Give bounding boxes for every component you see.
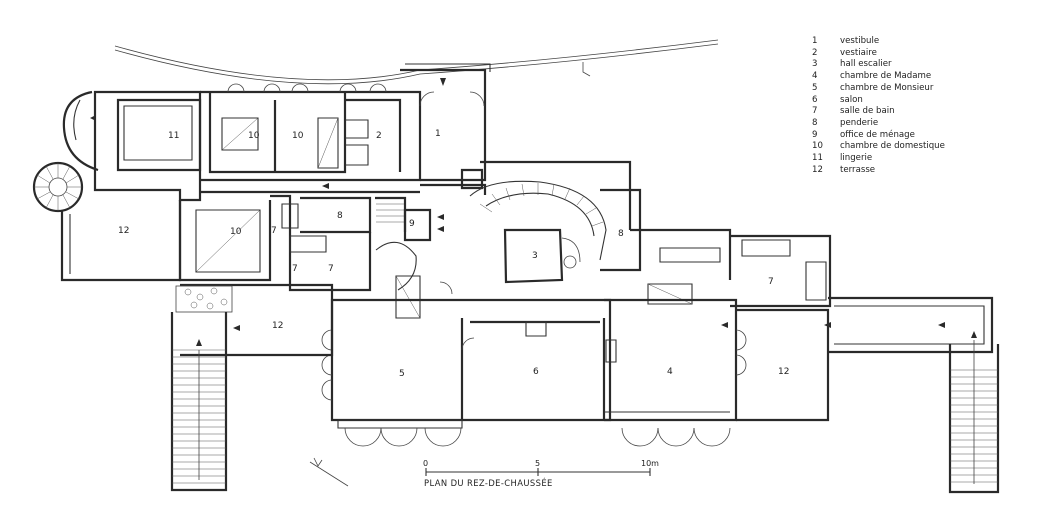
room-label-11: 11: [168, 131, 179, 141]
legend-label: penderie: [840, 117, 879, 128]
room-label-12b: 12: [272, 321, 283, 331]
room-label-8b: 8: [618, 229, 624, 239]
terraces: [60, 200, 994, 357]
legend-number: 4: [812, 71, 818, 82]
legend-item: 12 terrasse: [812, 165, 1032, 177]
room-label-9: 9: [409, 219, 415, 229]
legend-item: 4 chambre de Madame: [812, 71, 1032, 83]
legend-item: 3 hall escalier: [812, 59, 1032, 71]
room-label-7d: 7: [768, 277, 774, 287]
scale-label-zero: 0: [423, 459, 428, 468]
circulation-arrows: [90, 78, 945, 331]
legend-item: 7 salle de bain: [812, 106, 1032, 118]
room-label-7a: 7: [271, 226, 277, 236]
legend-item: 9 office de ménage: [812, 130, 1032, 142]
legend-number: 7: [812, 106, 818, 117]
room-numbers: 1 2 3 4 5 6 7 7 7 7 8 8 9 10 10 10 11 12…: [118, 129, 789, 379]
plan-caption: PLAN DU REZ-DE-CHAUSSÉE: [424, 478, 553, 488]
room-label-3: 3: [532, 251, 538, 261]
scale-label-end: 10m: [641, 459, 659, 468]
legend: 1 vestibule 2 vestiaire 3 hall escalier 4 ch…: [812, 36, 1032, 176]
legend-label: salle de bain: [840, 106, 895, 117]
legend-label: vestibule: [840, 36, 880, 46]
legend-label: terrasse: [840, 164, 876, 175]
legend-label: salon: [840, 94, 863, 105]
scale-bar: 0 5 10m: [423, 459, 659, 476]
legend-item: 8 penderie: [812, 118, 1032, 130]
legend-number: 2: [812, 47, 818, 58]
room-label-7c: 7: [328, 264, 334, 274]
legend-label: chambre de Monsieur: [840, 82, 934, 93]
legend-number: 3: [812, 59, 818, 70]
room-label-7b: 7: [292, 264, 298, 274]
legend-item: 10 chambre de domestique: [812, 141, 1032, 153]
legend-item: 2 vestiaire: [812, 48, 1032, 60]
legend-number: 5: [812, 82, 818, 93]
central-stair-hall: [395, 160, 832, 319]
room-label-8a: 8: [337, 211, 343, 221]
legend-item: 11 lingerie: [812, 153, 1032, 165]
room-label-6: 6: [533, 367, 539, 377]
reception-rooms-walls: [321, 281, 830, 447]
legend-item: 6 salon: [812, 95, 1032, 107]
room-label-4: 4: [667, 367, 673, 377]
legend-label: lingerie: [840, 153, 873, 164]
legend-number: 9: [812, 129, 818, 140]
exterior-stair-left: [170, 312, 228, 492]
middle-corridor-walls: [178, 183, 487, 292]
legend-label: vestiaire: [840, 47, 877, 58]
room-label-10b: 10: [292, 131, 304, 141]
exterior-stair-right: [948, 331, 1000, 494]
room-label-12c: 12: [778, 367, 789, 377]
legend-item: 1 vestibule: [812, 36, 1032, 48]
legend-number: 6: [812, 94, 818, 105]
legend-number: 1: [812, 36, 818, 46]
legend-number: 10: [812, 141, 823, 152]
garden-boundary-curve: [114, 39, 719, 85]
room-label-1: 1: [435, 129, 441, 139]
room-label-12a: 12: [118, 226, 129, 236]
room-label-10a: 10: [248, 131, 260, 141]
room-label-5: 5: [399, 369, 405, 379]
spiral-stair-left: [32, 90, 99, 213]
legend-label: office de ménage: [840, 129, 915, 140]
legend-number: 12: [812, 164, 823, 175]
scale-label-mid: 5: [535, 459, 540, 468]
north-arrow: [309, 457, 349, 487]
legend-label: chambre de domestique: [840, 141, 945, 152]
room-label-2: 2: [376, 131, 382, 141]
legend-item: 5 chambre de Monsieur: [812, 83, 1032, 95]
legend-number: 8: [812, 117, 818, 128]
legend-label: chambre de Madame: [840, 71, 932, 82]
legend-label: hall escalier: [840, 59, 892, 70]
room-label-10c: 10: [230, 227, 242, 237]
legend-number: 11: [812, 153, 823, 164]
